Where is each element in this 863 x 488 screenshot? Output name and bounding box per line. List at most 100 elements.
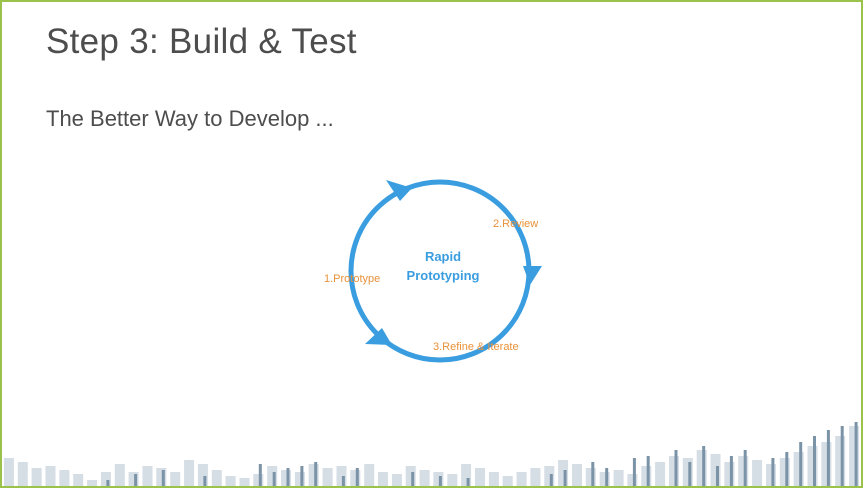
decorative-bar-light [239,478,250,486]
decorative-bar-dark [771,458,775,486]
decorative-bar-dark [632,458,636,486]
decorative-bar-dark [134,474,138,486]
decorative-bar-light [364,464,375,486]
decorative-bar-light [475,468,485,486]
decorative-bar-light [73,474,84,486]
decorative-bar-light [170,472,181,486]
cycle-arrow-right-icon [523,266,542,285]
decorative-bar-dark [341,476,345,486]
decorative-bar-light [572,464,582,486]
decorative-bar-light [350,470,361,486]
decorative-bar-light [378,472,388,486]
decorative-bar-light [738,456,749,486]
decorative-bar-light [211,470,222,486]
decorative-bar-light [544,466,555,486]
decorative-bar-light [433,472,444,486]
decorative-bar-light [308,464,319,486]
decorative-bar-light [502,476,513,486]
decorative-bar-light [281,470,291,486]
decorative-bar-dark [743,450,747,486]
decorative-bar-dark [826,430,830,486]
decorative-bar-light [3,458,14,486]
decorative-bar-light [779,458,790,486]
decorative-bar-dark [106,480,110,486]
decorative-bar-dark [466,478,470,486]
decorative-bar-dark [549,474,553,486]
decorative-bar-light [516,472,527,486]
decorative-bar-light [391,474,402,486]
decorative-bar-light [447,474,458,486]
decorative-bar-dark [411,472,415,486]
decorative-bar-light [669,456,679,486]
decorative-bar-light [156,468,167,486]
decorative-bar-light [724,462,735,486]
decorative-bar-light [821,442,832,486]
decorative-bar-light [31,468,42,486]
decorative-bar-dark [438,476,442,486]
decorative-bar-light [17,462,28,486]
decorative-bar-dark [854,422,858,486]
decorative-bar-light [641,466,652,486]
decorative-bar-light [87,480,98,486]
decorative-bar-light [807,446,818,486]
decorative-bar-light [322,468,333,486]
decorative-bar-light [267,466,278,486]
decorative-bar-light [142,466,153,486]
decorative-bar-dark [563,470,567,486]
decorative-bar-light [696,450,707,486]
decorative-bar-dark [605,468,609,486]
cycle-center-label-line1: Rapid [425,249,461,264]
decorative-bar-light [710,454,721,486]
decorative-bar-light [627,474,638,486]
decorative-bar-light [558,460,569,486]
decorative-bar-dark [355,468,359,486]
decorative-bar-light [752,460,763,486]
cycle-arrow-bottom-icon [365,328,392,345]
decorative-bar-dark [203,476,207,486]
decorative-bar-light [294,472,305,486]
decorative-bar-light [461,464,472,486]
decorative-bar-light [655,462,666,486]
decorative-bar-dark [785,452,789,486]
slide-title: Step 3: Build & Test [46,22,357,61]
decorative-bar-pattern [3,422,860,486]
decorative-bar-dark [161,470,165,486]
decorative-bar-light [488,472,499,486]
step-label-review: 2.Review [493,218,538,230]
decorative-bar-light [530,468,541,486]
decorative-bar-dark [314,462,318,486]
decorative-bar-dark [799,442,803,486]
decorative-bar-dark [258,464,262,486]
decorative-bar-dark [272,472,276,486]
cycle-center-label-line2: Prototyping [407,268,480,283]
decorative-bar-light [835,436,846,486]
decorative-bar-dark [716,466,719,486]
step-label-prototype: 1.Prototype [324,273,380,285]
decorative-bar-light [225,476,236,486]
decorative-bar-dark [300,466,304,486]
decorative-bar-light [419,470,430,486]
decorative-bar-light [59,470,70,486]
decorative-bar-dark [591,462,595,486]
decorative-bar-light [45,466,56,486]
decorative-bar-dark [688,462,692,486]
decorative-bar-light [682,458,693,486]
decorative-bar-light [336,466,347,486]
decorative-bar-dark [729,456,733,486]
decorative-bar-dark [646,456,650,486]
decorative-bar-dark [813,436,816,486]
decorative-bar-light [599,472,610,486]
decorative-bar-light [585,468,596,486]
decorative-bar-light [793,452,804,486]
decorative-bar-light [197,464,208,486]
decorative-bar-light [114,464,125,486]
decorative-bar-dark [840,426,844,486]
decorative-bar-dark [702,446,706,486]
decorative-bar-light [613,470,624,486]
decorative-bar-light [184,460,195,486]
step-label-refine-iterate: 3.Refine & Iterate [433,341,519,353]
slide-subtitle: The Better Way to Develop ... [46,106,334,131]
cycle-arrow-top-icon [386,180,412,201]
